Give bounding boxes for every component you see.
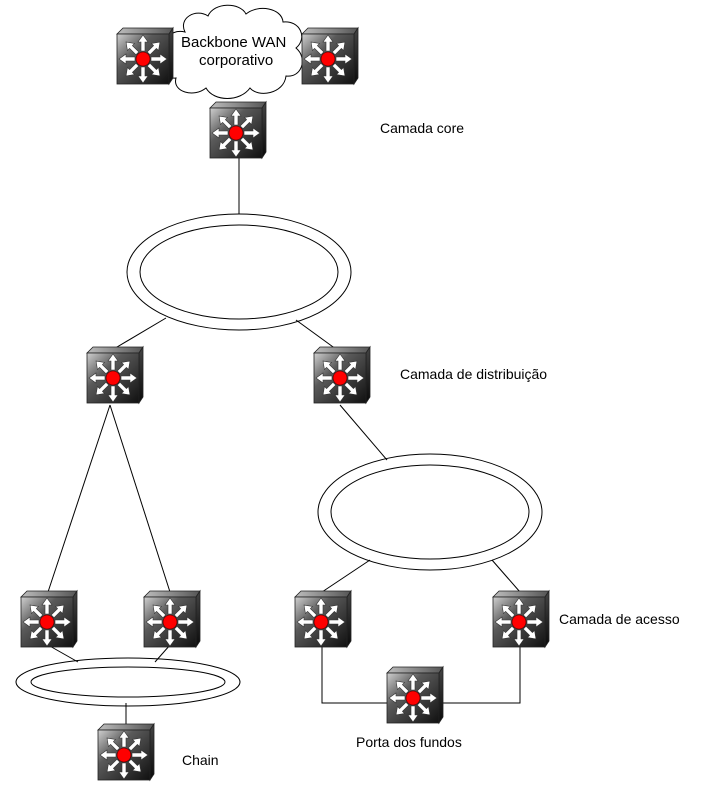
ring-distribution bbox=[126, 213, 352, 331]
link-backdoor-right bbox=[440, 645, 521, 704]
link-distleft-access1 bbox=[47, 404, 111, 593]
link-backdoor bbox=[321, 645, 390, 704]
link-access1-chainring bbox=[47, 644, 79, 663]
switch-access-4 bbox=[493, 591, 549, 647]
links bbox=[47, 158, 521, 726]
access-layer-label: Camada de acesso bbox=[559, 611, 680, 627]
chain-label: Chain bbox=[182, 752, 219, 768]
wan-label-line2: corporativo bbox=[199, 52, 274, 69]
switch-wan-right bbox=[302, 28, 358, 84]
switch-wan-left bbox=[117, 28, 173, 84]
link-distleft-access2 bbox=[109, 404, 171, 593]
ring-access bbox=[317, 453, 543, 571]
ring-chain bbox=[15, 657, 241, 707]
link-distright-ring2 bbox=[339, 404, 388, 461]
distribution-layer-label: Camada de distribuição bbox=[400, 366, 548, 382]
core-layer-label: Camada core bbox=[380, 120, 465, 136]
wan-label-line1: Backbone WAN bbox=[181, 34, 287, 51]
link-ring2-access-left bbox=[321, 559, 371, 593]
switch-dist-right bbox=[314, 347, 370, 403]
switch-access-1 bbox=[21, 591, 77, 647]
backdoor-label: Porta dos fundos bbox=[356, 734, 462, 750]
switch-chain bbox=[98, 724, 154, 780]
switch-access-2 bbox=[144, 591, 200, 647]
switch-access-3 bbox=[295, 591, 351, 647]
switch-dist-left bbox=[87, 347, 143, 403]
switch-backdoor bbox=[387, 667, 443, 723]
link-ring2-access-right bbox=[491, 559, 521, 593]
link-ring-dist-left bbox=[111, 317, 167, 351]
switch-core bbox=[210, 102, 266, 158]
